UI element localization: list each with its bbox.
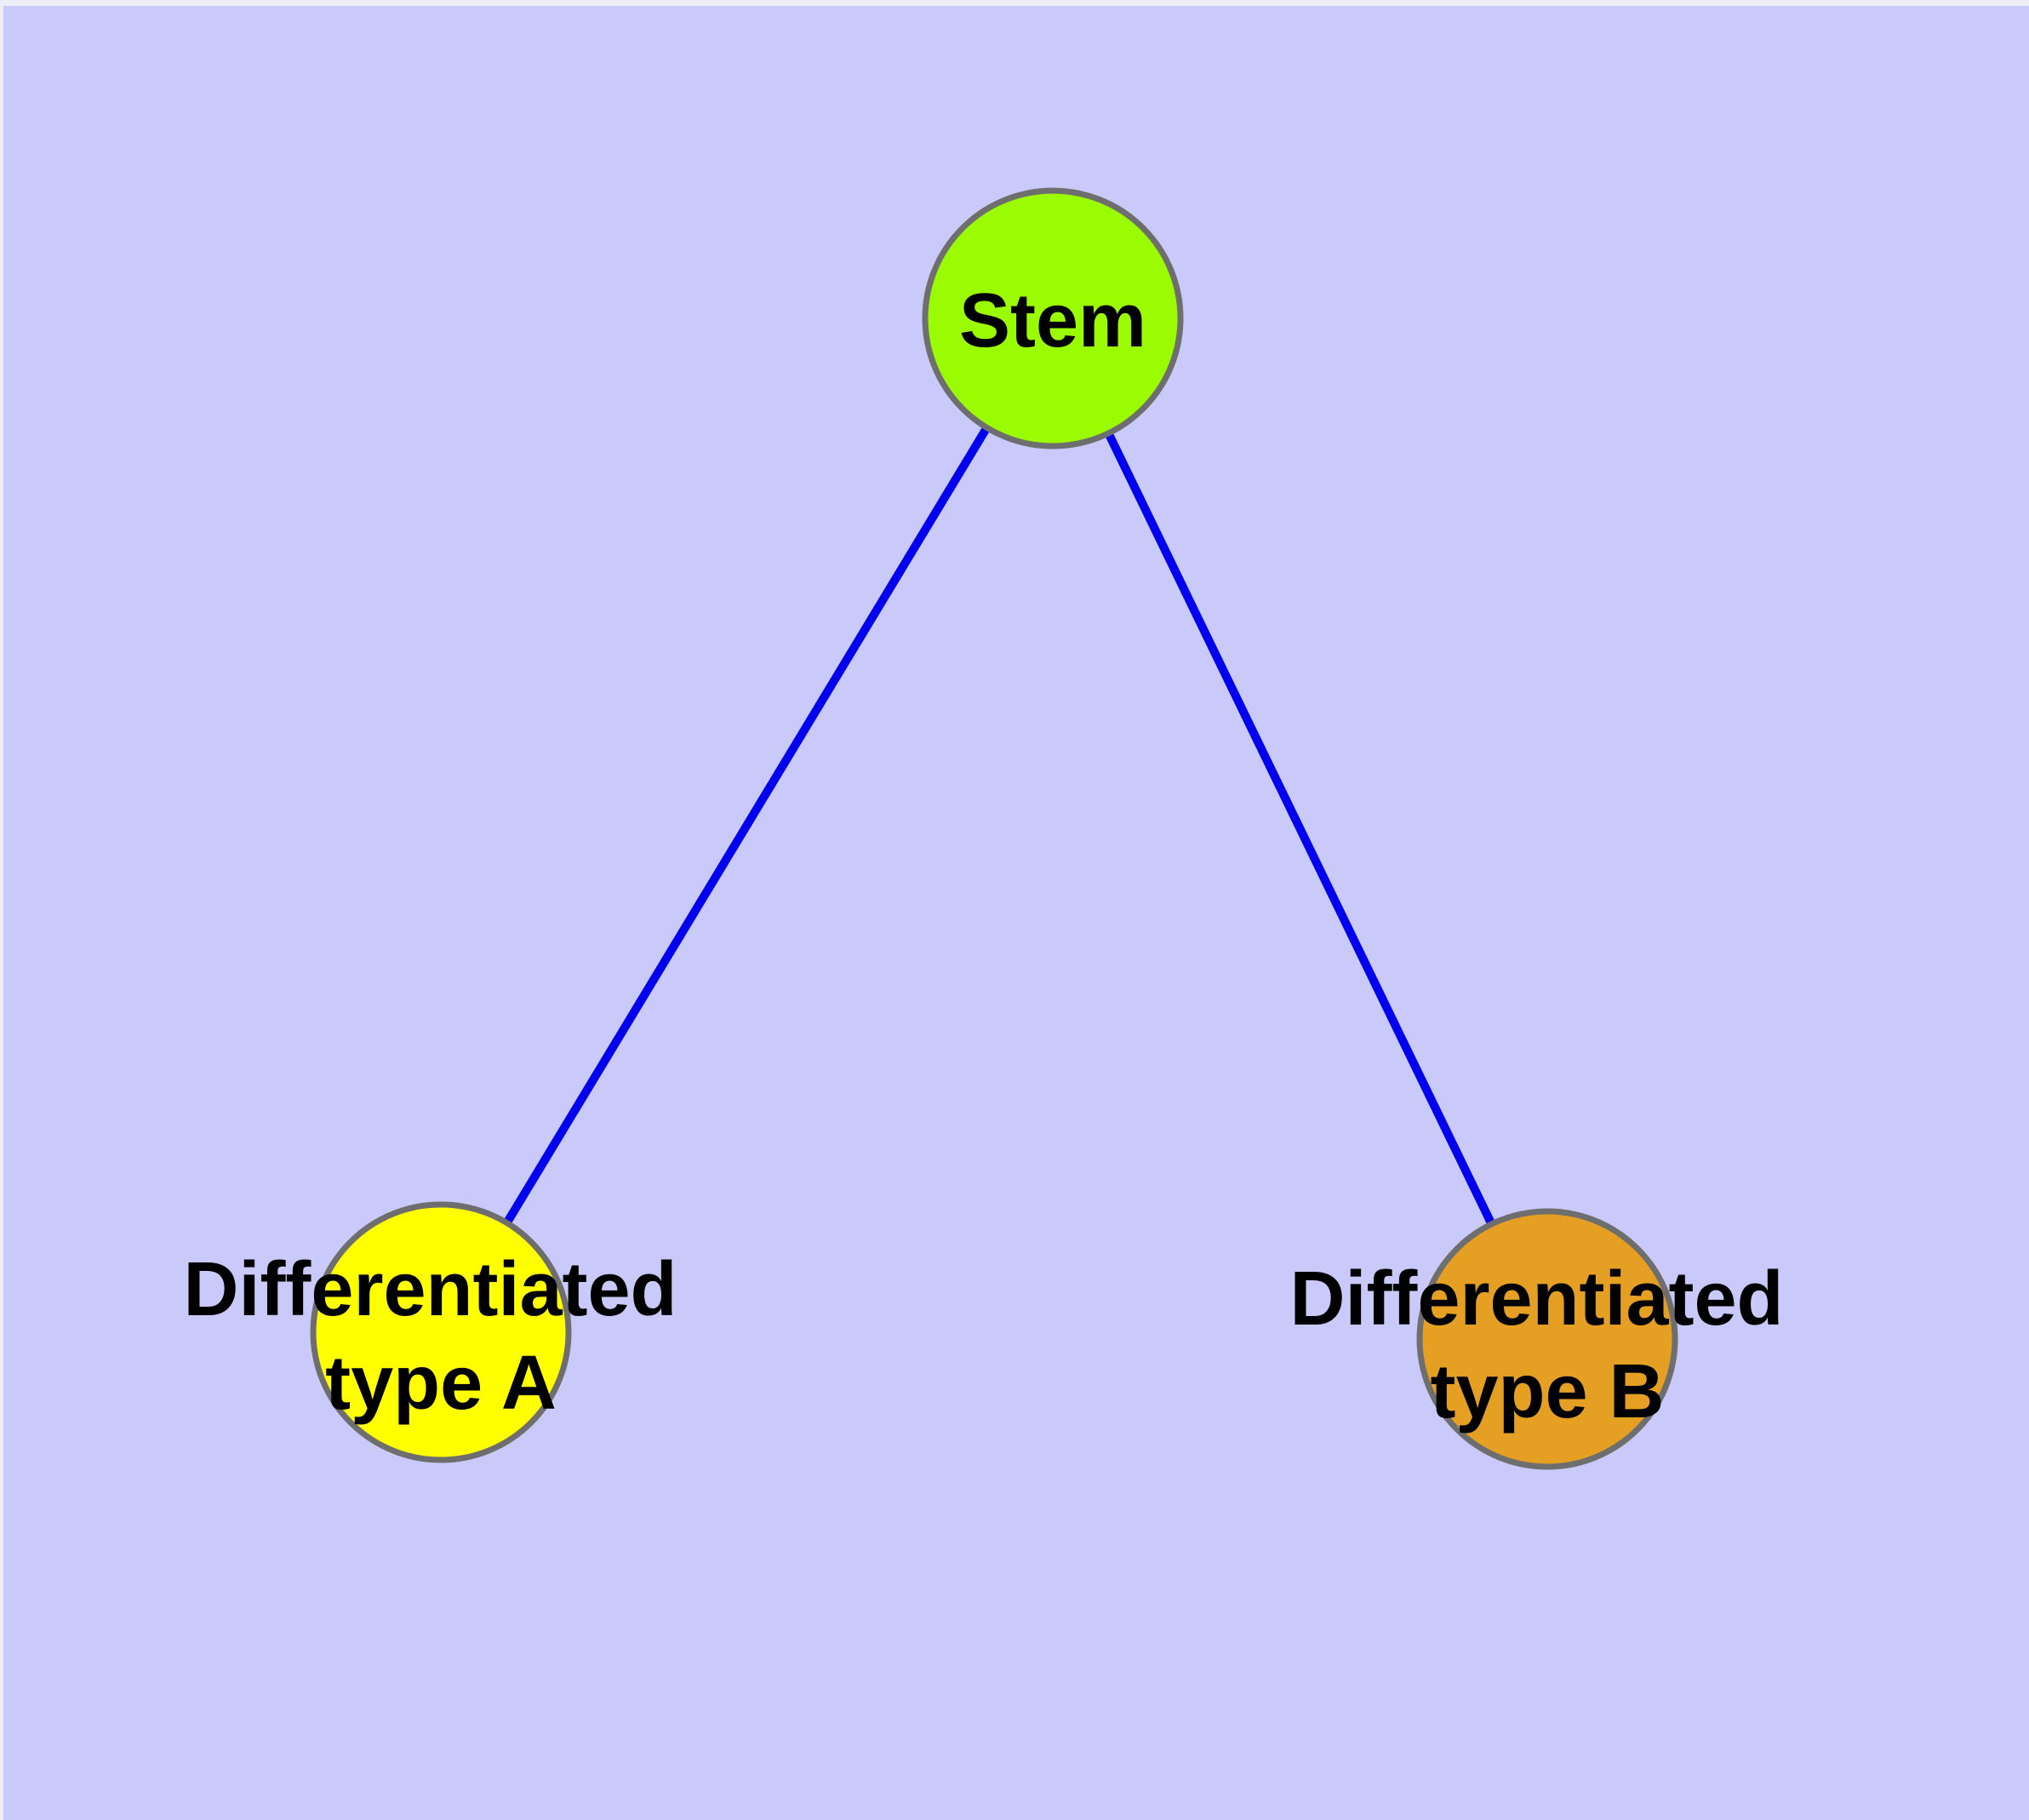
edge-stem-to-type-b [1049,316,1552,1342]
node-type-b-label: Differentiated type B [1289,1256,1804,1434]
node-type-b-label-line1: Differentiated [1289,1256,1783,1342]
node-type-b-circle [1416,1208,1678,1470]
left-edge-highlight [0,0,3,1820]
edge-stem-to-type-a [437,316,1057,1335]
node-type-a-label-line2: type A [325,1341,557,1426]
node-stem-circle [922,187,1184,449]
top-edge-highlight [0,0,2029,6]
node-differentiated-type-a: Differentiated type A [183,1201,698,1463]
node-stem: Stem [922,187,1184,449]
node-type-a-circle [310,1201,572,1463]
node-type-a-label: Differentiated type A [183,1247,698,1426]
edge-group [437,316,1552,1342]
node-type-b-label-line2: type B [1430,1349,1664,1434]
node-differentiated-type-b: Differentiated type B [1289,1208,1804,1470]
node-type-a-label-line1: Differentiated [183,1247,677,1332]
node-stem-label: Stem [959,278,1146,363]
